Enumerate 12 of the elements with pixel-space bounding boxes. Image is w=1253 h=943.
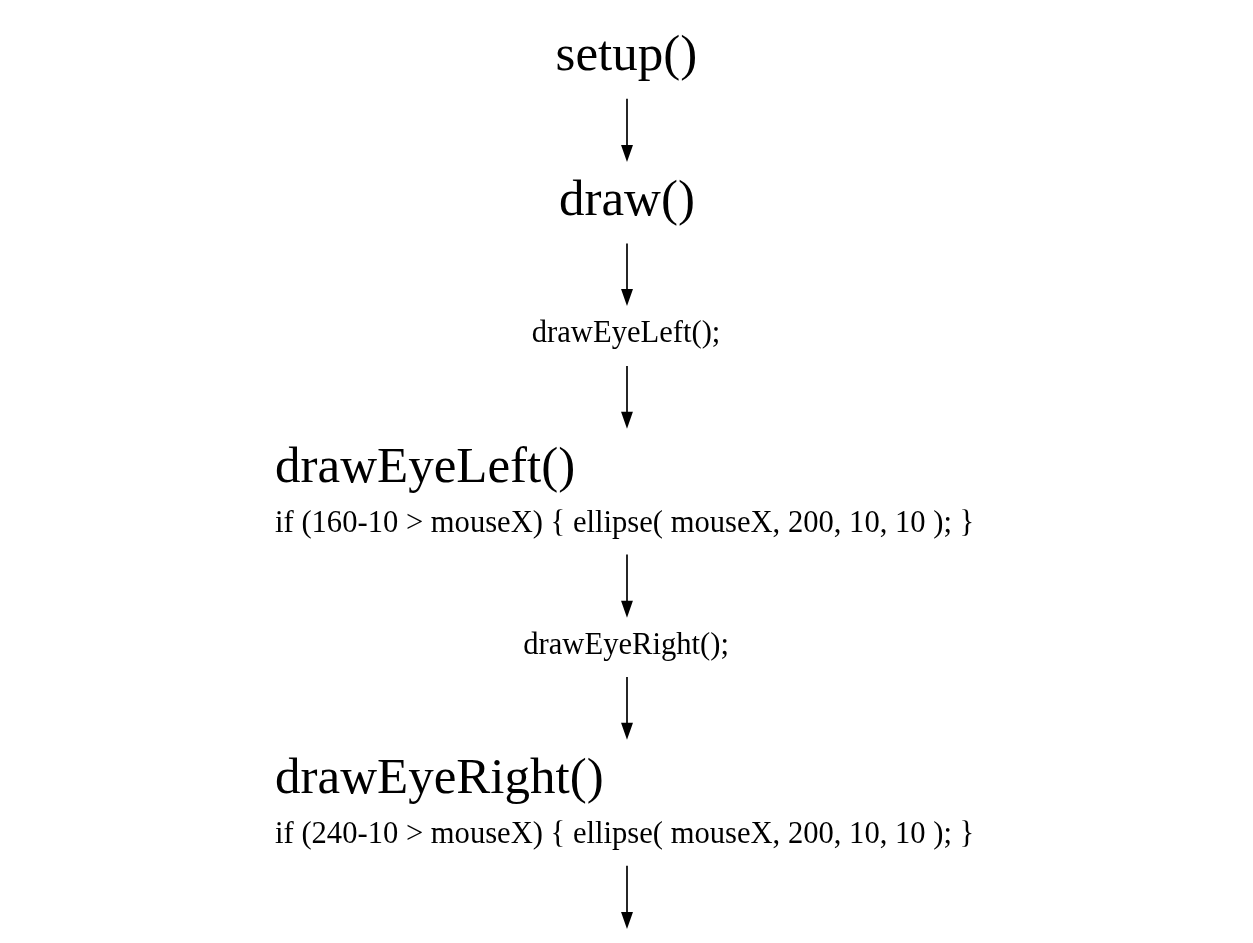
arrow [620, 676, 633, 740]
node-text: setup() [555, 25, 697, 82]
arrow [620, 553, 633, 618]
arrow [620, 97, 633, 163]
node-text: drawEyeLeft() if (160-10 > mouseX) { ellipse( mouseX, 200, 10, 10 ); } [274, 436, 974, 539]
node-text: drawEyeLeft(); [531, 315, 720, 350]
node-text: drawEyeRight(); [522, 626, 729, 661]
arrow [620, 864, 633, 930]
arrow [620, 365, 633, 429]
node-text: drawEyeRight() if (240-10 > mouseX) { ellipse( mouseX, 200, 10, 10 ); } [274, 748, 974, 851]
node-text: draw() [558, 170, 695, 226]
arrow [620, 242, 633, 307]
